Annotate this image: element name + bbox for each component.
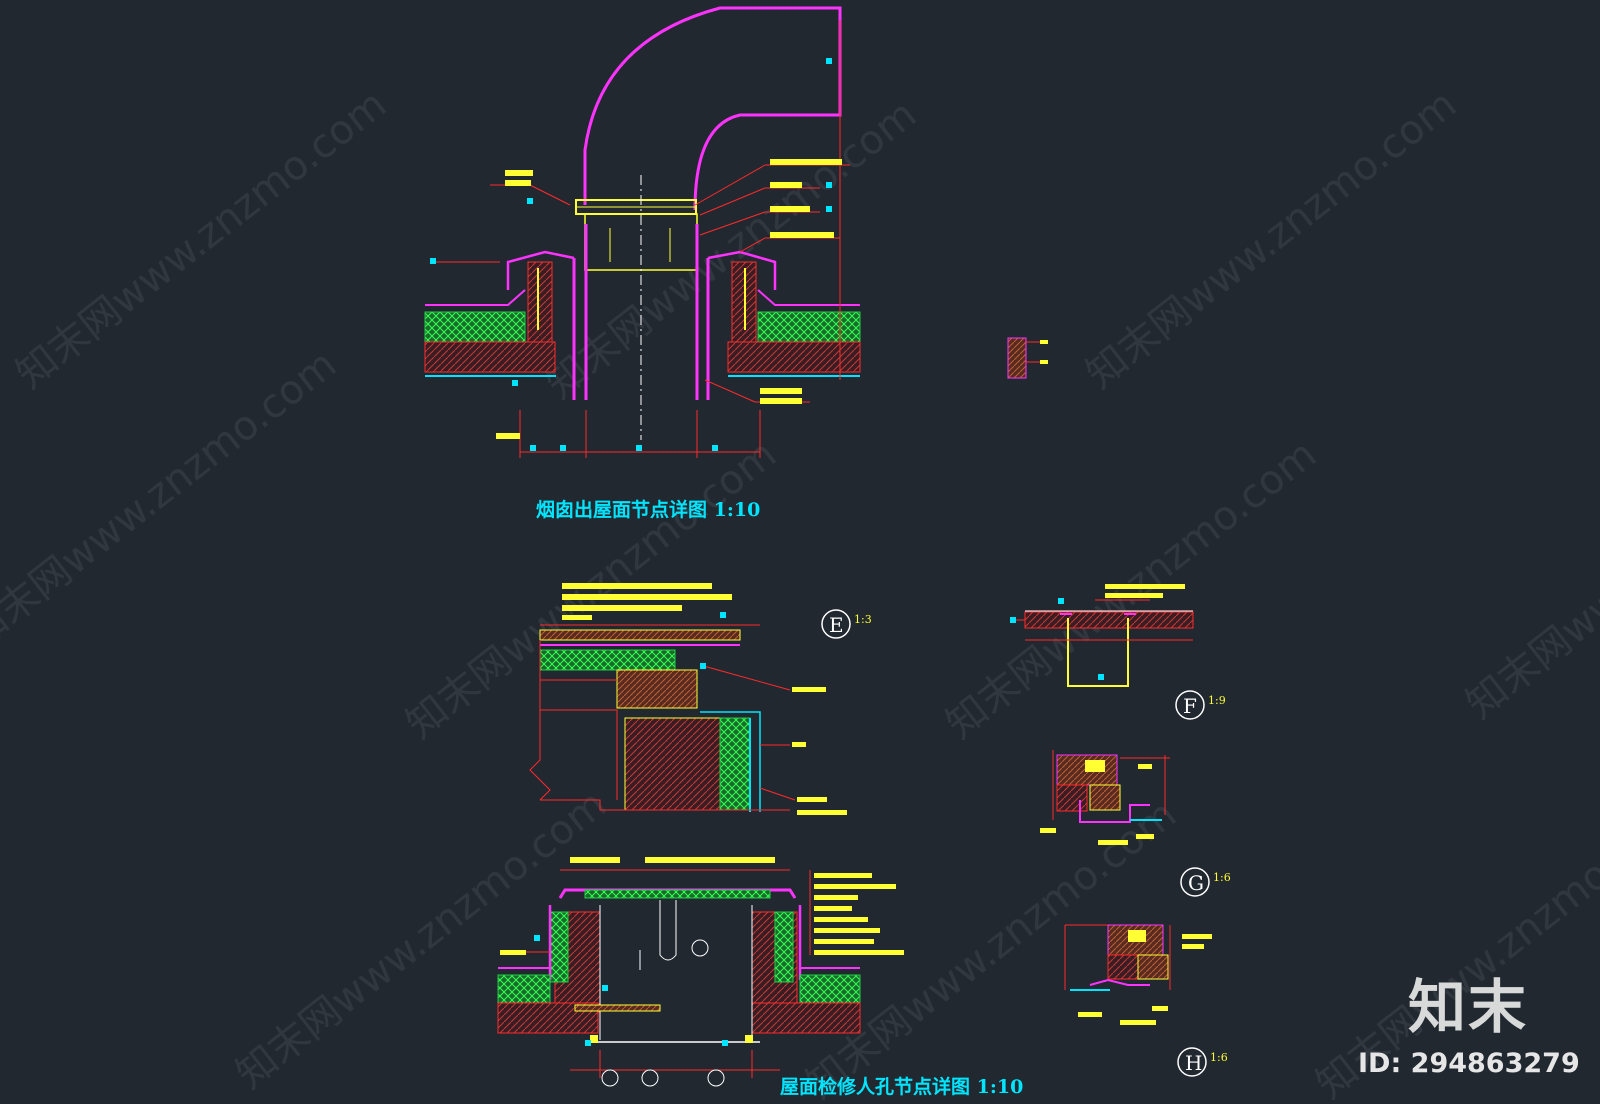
detail-tag-e-letter: E [829, 613, 844, 637]
watermark-text: 知末网www.znzmo.com [398, 431, 785, 748]
detail-tag-e: E 1:3 [821, 609, 872, 639]
detail-h-drawing: H 1:6 [1064, 924, 1228, 1077]
detail-g-drawing: G 1:6 [1040, 750, 1231, 897]
detail-tag-e-scale: 1:3 [854, 613, 872, 626]
chimney-drawing-title: 烟囱出屋面节点详图 1:10 [536, 498, 760, 521]
roof-insulation-right [757, 311, 861, 343]
detail-e-drawing: E 1:3 [529, 583, 872, 815]
watermark-text: 知末网www.znzmo.com [938, 431, 1325, 748]
detail-tag-f-letter: F [1183, 694, 1197, 718]
chimney-elbow-pipe [583, 6, 842, 211]
detail-tag-f-scale: 1:9 [1208, 694, 1226, 707]
watermark-text: 知末网www.znzmo.com [1458, 411, 1600, 728]
watermark-text: 知末网www.znzmo.com [8, 81, 395, 398]
detail-tag-g-scale: 1:6 [1213, 871, 1231, 884]
detail-tag-g: G 1:6 [1180, 867, 1231, 897]
small-section-symbol [1007, 337, 1048, 379]
watermark-text: 知末网www.znzmo.com [0, 341, 345, 658]
roof-insulation-left [424, 311, 526, 343]
access-hatch-drawing: 屋面检修人孔节点详图 1:10 [497, 857, 1023, 1098]
watermark-text: 知末网www.znzmo.com [1078, 81, 1465, 398]
detail-tag-f: F 1:9 [1175, 690, 1226, 720]
access-hatch-drawing-title: 屋面检修人孔节点详图 1:10 [780, 1075, 1023, 1098]
brand-logo: 知末 [1408, 973, 1529, 1041]
detail-f-drawing: F 1:9 [1010, 584, 1226, 720]
detail-tag-g-letter: G [1188, 871, 1204, 895]
detail-tag-h-letter: H [1185, 1051, 1202, 1075]
chimney-detail-drawing: 烟囱出屋面节点详图 1:10 [424, 6, 861, 521]
detail-tag-h: H 1:6 [1177, 1047, 1228, 1077]
detail-tag-h-scale: 1:6 [1210, 1051, 1228, 1064]
image-id-label: ID: 294863279 [1358, 1048, 1580, 1079]
